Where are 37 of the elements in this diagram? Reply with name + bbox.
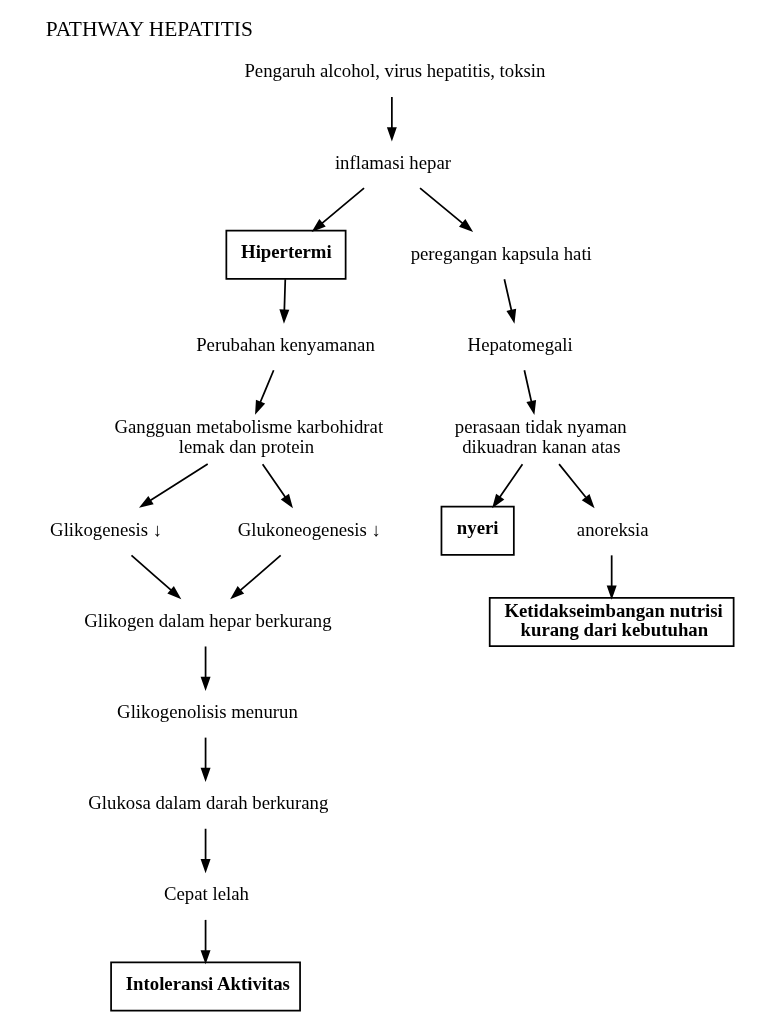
node-text: Hepatomegali: [467, 333, 573, 355]
arrow: [523, 369, 536, 415]
diagram-title: PATHWAY HEPATITIS: [45, 16, 253, 41]
node-text: Perubahan kenyamanan: [195, 333, 375, 355]
node-text: Glukosa dalam darah berkurang: [87, 792, 328, 814]
node-box: Hipertermi: [225, 229, 346, 280]
node-text: Glikogen dalam hepar berkurang: [83, 609, 332, 631]
node-text: Glukoneogenesis ↓: [237, 518, 381, 540]
arrow: [261, 463, 293, 509]
node-text: Glikogenolisis menurun: [116, 701, 298, 722]
arrow: [606, 554, 617, 600]
node-box: nyeri: [440, 505, 515, 556]
node-text: peregangan kapsula hati: [410, 242, 592, 264]
node-text: anoreksia: [576, 518, 649, 540]
node-text: Pengaruh alcohol, virus hepatitis, toksin: [243, 60, 545, 82]
node-box: Intoleransi Aktivitas: [109, 961, 301, 1012]
node-text: Cepat lelah: [163, 883, 249, 905]
arrow: [200, 645, 211, 691]
node-text: Gangguan metabolisme karbohidrat lemak dan protein: [113, 416, 383, 458]
node-text: inflamasi hepar: [334, 151, 451, 173]
arrow: [386, 96, 397, 142]
arrow: [418, 187, 473, 232]
arrow: [278, 278, 289, 324]
node-text: Glikogenesis ↓: [49, 518, 162, 540]
arrow: [200, 736, 211, 783]
arrow: [200, 919, 211, 965]
arrow: [200, 827, 211, 874]
arrow: [491, 463, 523, 509]
arrow: [557, 463, 595, 509]
arrow: [311, 187, 365, 232]
arrow: [138, 463, 209, 508]
arrow: [503, 278, 516, 324]
node-text: perasaan tidak nyaman dikuadran kanan atas: [454, 416, 627, 458]
arrow: [130, 554, 181, 600]
arrow: [229, 554, 282, 600]
arrow: [254, 369, 274, 415]
node-box: Ketidakseimbangan nutrisi kurang dari kebutuhan: [488, 596, 734, 647]
